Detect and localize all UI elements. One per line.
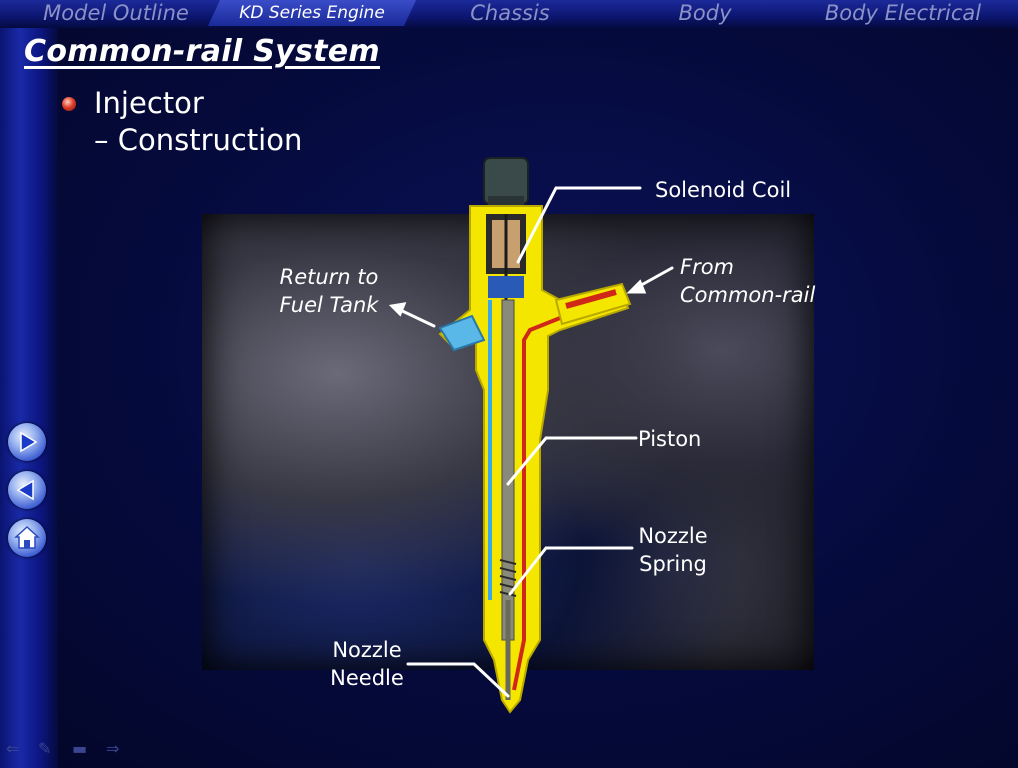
return-fitting [438, 314, 486, 352]
spring-leader [508, 546, 634, 596]
page-title: Common-rail System [24, 34, 380, 69]
label-return-line1: Return to [279, 265, 379, 289]
bullet-heading: Injector [94, 86, 204, 120]
left-sidebar [0, 28, 58, 768]
prev-icon[interactable]: ⇐ [6, 739, 20, 758]
tab-body[interactable]: Body [678, 1, 732, 25]
back-arrow-icon[interactable] [8, 471, 46, 509]
piston-leader [506, 436, 638, 486]
label-return-line2: Fuel Tank [279, 293, 379, 317]
label-return-to-fuel-tank: Return to Fuel Tank [268, 263, 390, 319]
home-icon[interactable] [8, 519, 46, 557]
label-from-line1: From [680, 255, 735, 279]
injector-body [438, 205, 630, 714]
bullet-subheading: – Construction [94, 123, 303, 157]
label-piston: Piston [638, 427, 702, 451]
next-icon[interactable]: ⇒ [106, 739, 120, 758]
label-nozzle-needle: Nozzle Needle [322, 636, 412, 692]
label-spring-line1: Nozzle [638, 524, 708, 548]
label-spring-line2: Spring [639, 552, 707, 576]
next-arrow-icon[interactable] [8, 423, 46, 461]
menu-icon[interactable]: ▬ [72, 739, 88, 758]
label-from-line2: Common-rail [680, 283, 816, 307]
tab-chassis[interactable]: Chassis [470, 1, 550, 25]
label-solenoid-coil: Solenoid Coil [655, 178, 792, 202]
label-from-common-rail: From Common-rail [680, 253, 815, 309]
tab-body-electrical[interactable]: Body Electrical [824, 1, 982, 25]
top-navigation-bar [0, 0, 1018, 28]
tab-kd-series-engine[interactable]: KD Series Engine [222, 0, 402, 26]
needle-leader [406, 662, 510, 698]
title-area: Common-rail System [24, 34, 380, 69]
pen-icon[interactable]: ✎ [38, 739, 52, 758]
solenoid-leader [516, 186, 642, 264]
bullet-icon [62, 97, 76, 111]
label-needle-line1: Nozzle [332, 638, 402, 662]
label-nozzle-spring: Nozzle Spring [630, 522, 716, 578]
label-needle-line2: Needle [330, 666, 404, 690]
tab-model-outline[interactable]: Model Outline [43, 1, 189, 25]
